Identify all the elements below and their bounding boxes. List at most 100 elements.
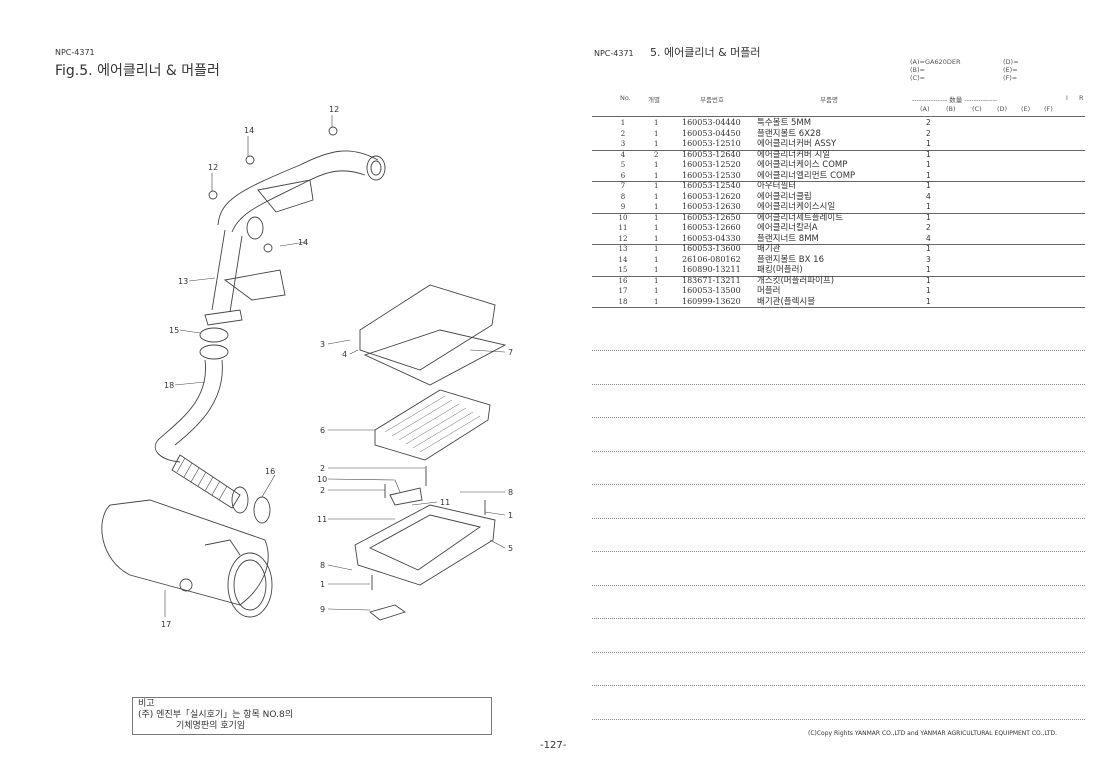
- header-part-name: 부품명: [820, 96, 838, 104]
- part-index: 15: [618, 266, 628, 274]
- callout-label: 1: [508, 511, 513, 520]
- quantity-a: 1: [926, 244, 931, 253]
- part-name: 에어클리너클립: [757, 191, 812, 202]
- remarks-line: (주) 엔진부「실시호기」는 항목 NO.8의: [138, 710, 294, 720]
- blank-row-line: [592, 584, 1085, 586]
- callout-label: 16: [265, 467, 275, 476]
- header-col-e: (E): [1021, 105, 1031, 113]
- qty-ref: 1: [654, 161, 659, 169]
- flange-nut-icon: [328, 126, 338, 136]
- callout-label: 8: [320, 561, 325, 570]
- model-b: (B)=: [910, 66, 925, 74]
- header-col-a: (A): [920, 105, 930, 113]
- part-number: 26106-080162: [682, 254, 741, 264]
- exploded-parts-diagram: 12 14 12 14 13 15 3 4 7 18 6 16 2 10 2 1…: [101, 105, 513, 629]
- air-cleaner-element: [374, 389, 491, 461]
- part-index: 5: [620, 161, 626, 169]
- header-no: No.: [620, 94, 631, 102]
- callout-labels: 12 14 12 14 13 15 3 4 7 18 6 16 2 10 2 1…: [161, 105, 513, 629]
- part-number: 160053-12630: [682, 202, 741, 211]
- model-f: (F)=: [1003, 74, 1018, 82]
- blank-row-line: [592, 551, 1085, 552]
- part-number: 160053-13600: [682, 244, 741, 253]
- qty-ref: 1: [654, 266, 659, 274]
- part-name: 에어클리너커버 ASSY: [757, 139, 837, 149]
- quantity-a: 1: [926, 296, 931, 306]
- header-r: R: [1079, 94, 1084, 102]
- qty-ref: 1: [654, 171, 659, 180]
- part-number: 160053-12640: [682, 149, 741, 159]
- part-number: 160053-13500: [682, 286, 741, 295]
- quantity-a: 1: [926, 275, 931, 285]
- qty-ref: 1: [654, 119, 659, 127]
- blank-row-line: [592, 651, 1085, 653]
- pipe-bracket: [257, 179, 314, 213]
- part-name: 배기관: [757, 244, 781, 254]
- blank-row-line: [592, 618, 1085, 619]
- quantity-a: 1: [926, 160, 931, 169]
- part-index: 7: [620, 182, 626, 190]
- muffler-gasket: [253, 496, 271, 524]
- header-qty-ref: 개별: [648, 96, 660, 104]
- qty-ref: 1: [654, 297, 659, 306]
- part-index: 12: [618, 234, 628, 243]
- part-index: 17: [618, 287, 628, 295]
- blank-row-line: [592, 685, 1085, 686]
- pipe-flange: [366, 155, 386, 181]
- quantity-a: 1: [926, 286, 931, 295]
- group-divider: [592, 181, 1085, 182]
- header-col-c: (C): [972, 105, 982, 113]
- group-divider: [592, 149, 1085, 151]
- qty-ref: 1: [654, 203, 659, 211]
- group-divider: [592, 275, 1085, 277]
- quantity-a: 1: [926, 139, 931, 148]
- muffler: [101, 499, 269, 606]
- outer-filter: [363, 329, 507, 386]
- remarks-heading: 비고: [138, 699, 155, 709]
- part-name: 개스킷(머플러파이프): [757, 275, 835, 286]
- air-cleaner-case: [354, 504, 496, 586]
- copyright: (C)Copy Rights YANMAR CO.,LTD and YANMAR…: [808, 730, 1058, 737]
- model-a: (A)=GA620DER: [910, 58, 961, 66]
- section-title: 5. 에어클리너 & 머플러: [650, 46, 761, 59]
- callout-label: 17: [161, 620, 171, 629]
- part-index: 8: [620, 192, 626, 201]
- blank-row-line: [592, 350, 1085, 351]
- quantity-a: 1: [926, 170, 931, 180]
- part-index: 1: [620, 119, 626, 127]
- blank-row-line: [592, 417, 1085, 418]
- qty-ref: 1: [654, 245, 659, 253]
- callout-label: 14: [244, 126, 254, 135]
- part-number: 160053-04440: [682, 118, 741, 127]
- part-number: 160053-12620: [682, 191, 741, 201]
- part-index: 3: [620, 140, 626, 148]
- header-part-no: 부품번호: [700, 96, 724, 104]
- part-number: 160053-12530: [682, 170, 741, 180]
- callout-label: 3: [320, 340, 325, 349]
- callout-label: 12: [208, 163, 218, 172]
- page-number: -127-: [540, 740, 567, 751]
- quantity-a: 2: [926, 223, 931, 232]
- flex-bellows: [171, 454, 241, 509]
- header-col-f: (F): [1044, 105, 1053, 113]
- part-name: 머플러: [757, 286, 781, 296]
- callout-label: 4: [342, 350, 347, 359]
- blank-row-line: [592, 517, 1085, 519]
- model-c: (C)=: [910, 74, 926, 82]
- part-name: 에어클리너케이스 COMP: [757, 160, 848, 170]
- part-index: 18: [618, 297, 628, 306]
- part-number: 160053-12540: [682, 181, 741, 190]
- quantity-a: 1: [926, 202, 931, 211]
- bolts: [371, 466, 486, 590]
- qty-ref: 1: [654, 140, 659, 148]
- qty-ref: 1: [654, 255, 659, 264]
- figure-title: Fig.5. 에어클리너 & 머플러: [55, 63, 220, 79]
- callout-label: 15: [169, 326, 179, 335]
